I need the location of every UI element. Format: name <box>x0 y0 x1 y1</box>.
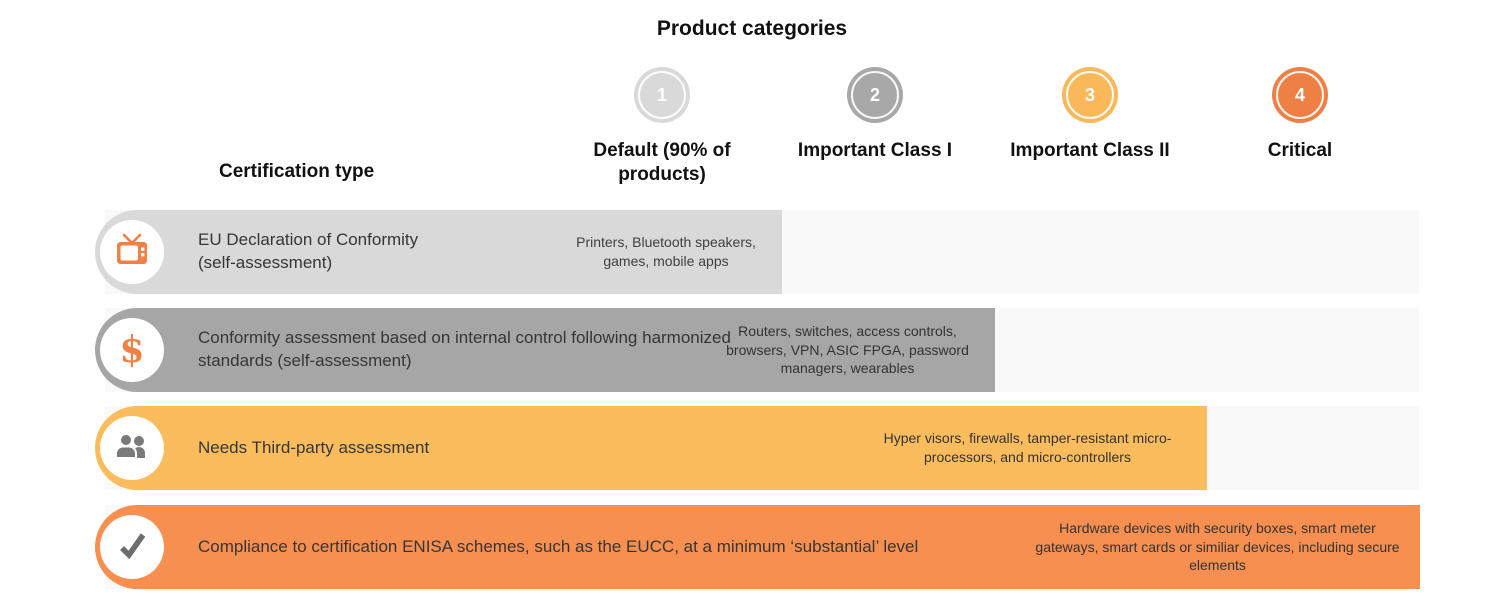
category-2-badge: 2 <box>847 67 903 123</box>
category-1-badge: 1 <box>634 67 690 123</box>
row-internal-control: $ Conformity assessment based on interna… <box>95 308 995 392</box>
category-column-critical: 4 Critical <box>1190 67 1410 163</box>
page-title: Product categories <box>656 17 848 40</box>
row-eu-declaration: EU Declaration of Conformity (self-asses… <box>95 210 782 294</box>
category-2-number: 2 <box>869 84 880 105</box>
row-1-icon-circle <box>100 220 164 284</box>
row-3-certification-label: Needs Third-party assessment <box>198 437 430 457</box>
row-enisa-certification: Compliance to certification ENISA scheme… <box>95 505 1420 589</box>
category-3-badge: 3 <box>1062 67 1118 123</box>
row-4-certification-label: Compliance to certification ENISA scheme… <box>198 536 919 556</box>
row-3-icon-circle <box>100 416 164 480</box>
category-column-important-2: 3 Important Class II <box>980 67 1200 163</box>
row-3-product-examples: Hyper visors, firewalls, tamper-resistan… <box>883 430 1172 465</box>
category-column-important-1: 2 Important Class I <box>765 67 985 163</box>
row-third-party: Needs Third-party assessment Hyper visor… <box>95 406 1207 490</box>
category-4-badge: 4 <box>1272 67 1328 123</box>
category-4-label: Critical <box>1267 140 1333 161</box>
category-2-label: Important Class I <box>797 140 953 161</box>
category-1-number: 1 <box>656 84 667 105</box>
row-2-product-examples: Routers, switches, access controls, brow… <box>726 322 969 377</box>
people-icon <box>113 430 151 467</box>
category-4-number: 4 <box>1294 84 1305 105</box>
category-3-number: 3 <box>1084 84 1095 105</box>
row-4-icon-circle <box>100 515 164 579</box>
row-1-product-examples: Printers, Bluetooth speakers, games, mob… <box>576 234 756 269</box>
category-1-label: Default (90% of products) <box>593 140 731 185</box>
dollar-icon: $ <box>119 329 145 371</box>
tv-icon <box>112 232 152 273</box>
row-2-certification-label: Conformity assessment based on internal … <box>198 328 731 370</box>
category-3-label: Important Class II <box>1010 140 1170 161</box>
row-1-certification-label: EU Declaration of Conformity (self-asses… <box>198 230 419 272</box>
certification-type-header: Certification type <box>219 161 375 182</box>
row-4-product-examples: Hardware devices with security boxes, sm… <box>1035 519 1400 574</box>
category-column-default: 1 Default (90% of products) <box>552 67 772 187</box>
checkmark-icon <box>114 529 150 566</box>
row-2-icon-circle: $ <box>100 318 164 382</box>
